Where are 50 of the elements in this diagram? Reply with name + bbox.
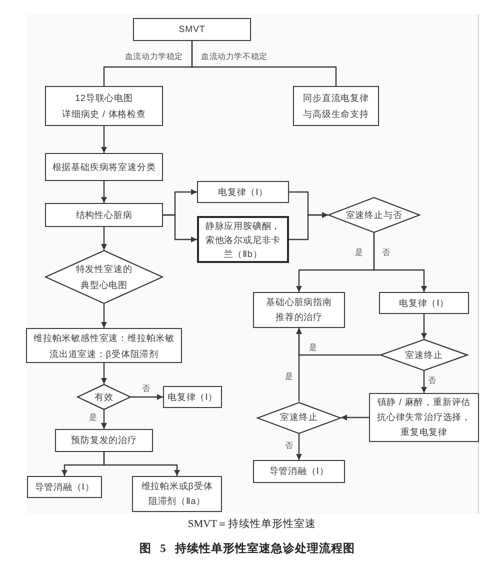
process-box: 静脉应用胺碘酮，索他洛尔或尼非卡兰（Ⅱb）	[197, 216, 289, 263]
edge-label: 是	[88, 413, 98, 423]
note-text: SMVT＝持续性单形性室速	[188, 517, 316, 531]
process-box: 同步直流电复律与高级生命支持	[293, 86, 379, 126]
edge-label: 否	[426, 376, 438, 386]
arrow	[296, 328, 302, 402]
decision-diamond: 室速终止	[380, 339, 468, 371]
arrow	[373, 233, 427, 292]
arrow	[101, 227, 107, 250]
edge-label: 是	[284, 372, 294, 382]
decision-diamond: 室速终止	[257, 402, 341, 434]
process-box: 维拉帕米或β受体阻滞剂（Ⅱa）	[132, 476, 222, 512]
edge-label: 否	[140, 384, 152, 394]
process-box: 导管消融（Ⅰ）	[27, 476, 102, 498]
edge-label: 是	[308, 343, 318, 353]
process-box: 电复律（Ⅰ）	[197, 181, 289, 203]
arrow	[341, 414, 369, 420]
arrow	[101, 363, 107, 384]
decision-diamond: 有效	[77, 384, 131, 410]
process-box: 电复律（Ⅰ）	[379, 292, 469, 314]
process-box: 导管消融（Ⅰ）	[253, 460, 345, 483]
arrow	[101, 304, 107, 328]
process-box: 基础心脏病指南推荐的治疗	[253, 292, 345, 328]
arrow	[289, 212, 328, 240]
process-box: 电复律（Ⅰ）	[163, 386, 222, 408]
edge-label: 血流动力学不稳定	[200, 52, 268, 62]
arrow	[101, 410, 107, 429]
edge-label: 否	[284, 441, 294, 451]
process-box: 根据基础疾病将室速分类	[45, 153, 163, 181]
connector-line	[191, 41, 337, 86]
arrow	[421, 314, 427, 339]
edge-label: 血流动力学稳定	[124, 52, 184, 62]
process-box: 预防复发的治疗	[55, 429, 153, 452]
decision-diamond: 特发性室速的典型心电图	[45, 250, 163, 304]
arrow	[101, 126, 107, 153]
process-box: SMVT	[133, 18, 251, 41]
arrow	[131, 394, 163, 400]
arrow	[296, 434, 302, 460]
decision-diamond: 室速终止与否	[328, 197, 420, 233]
arrow	[101, 181, 107, 203]
arrow	[103, 452, 180, 476]
process-box: 12导联心电图 详细病史 / 体格检查	[45, 86, 163, 126]
process-box: 结构性心脏病	[45, 203, 163, 227]
arrow	[421, 371, 427, 393]
edge-label: 是	[354, 248, 364, 258]
process-box: 镇静 / 麻醉，重新评估抗心律失常治疗选择，重复电复律	[369, 393, 479, 442]
process-box: 维拉帕米敏感性室速：维拉帕米敏流出道室速：β受体阻滞剂	[26, 328, 182, 363]
edge-label: 否	[380, 248, 392, 258]
figure-caption: 图 5 持续性单形性室速急诊处理流程图	[139, 541, 355, 556]
arrow	[163, 214, 197, 242]
